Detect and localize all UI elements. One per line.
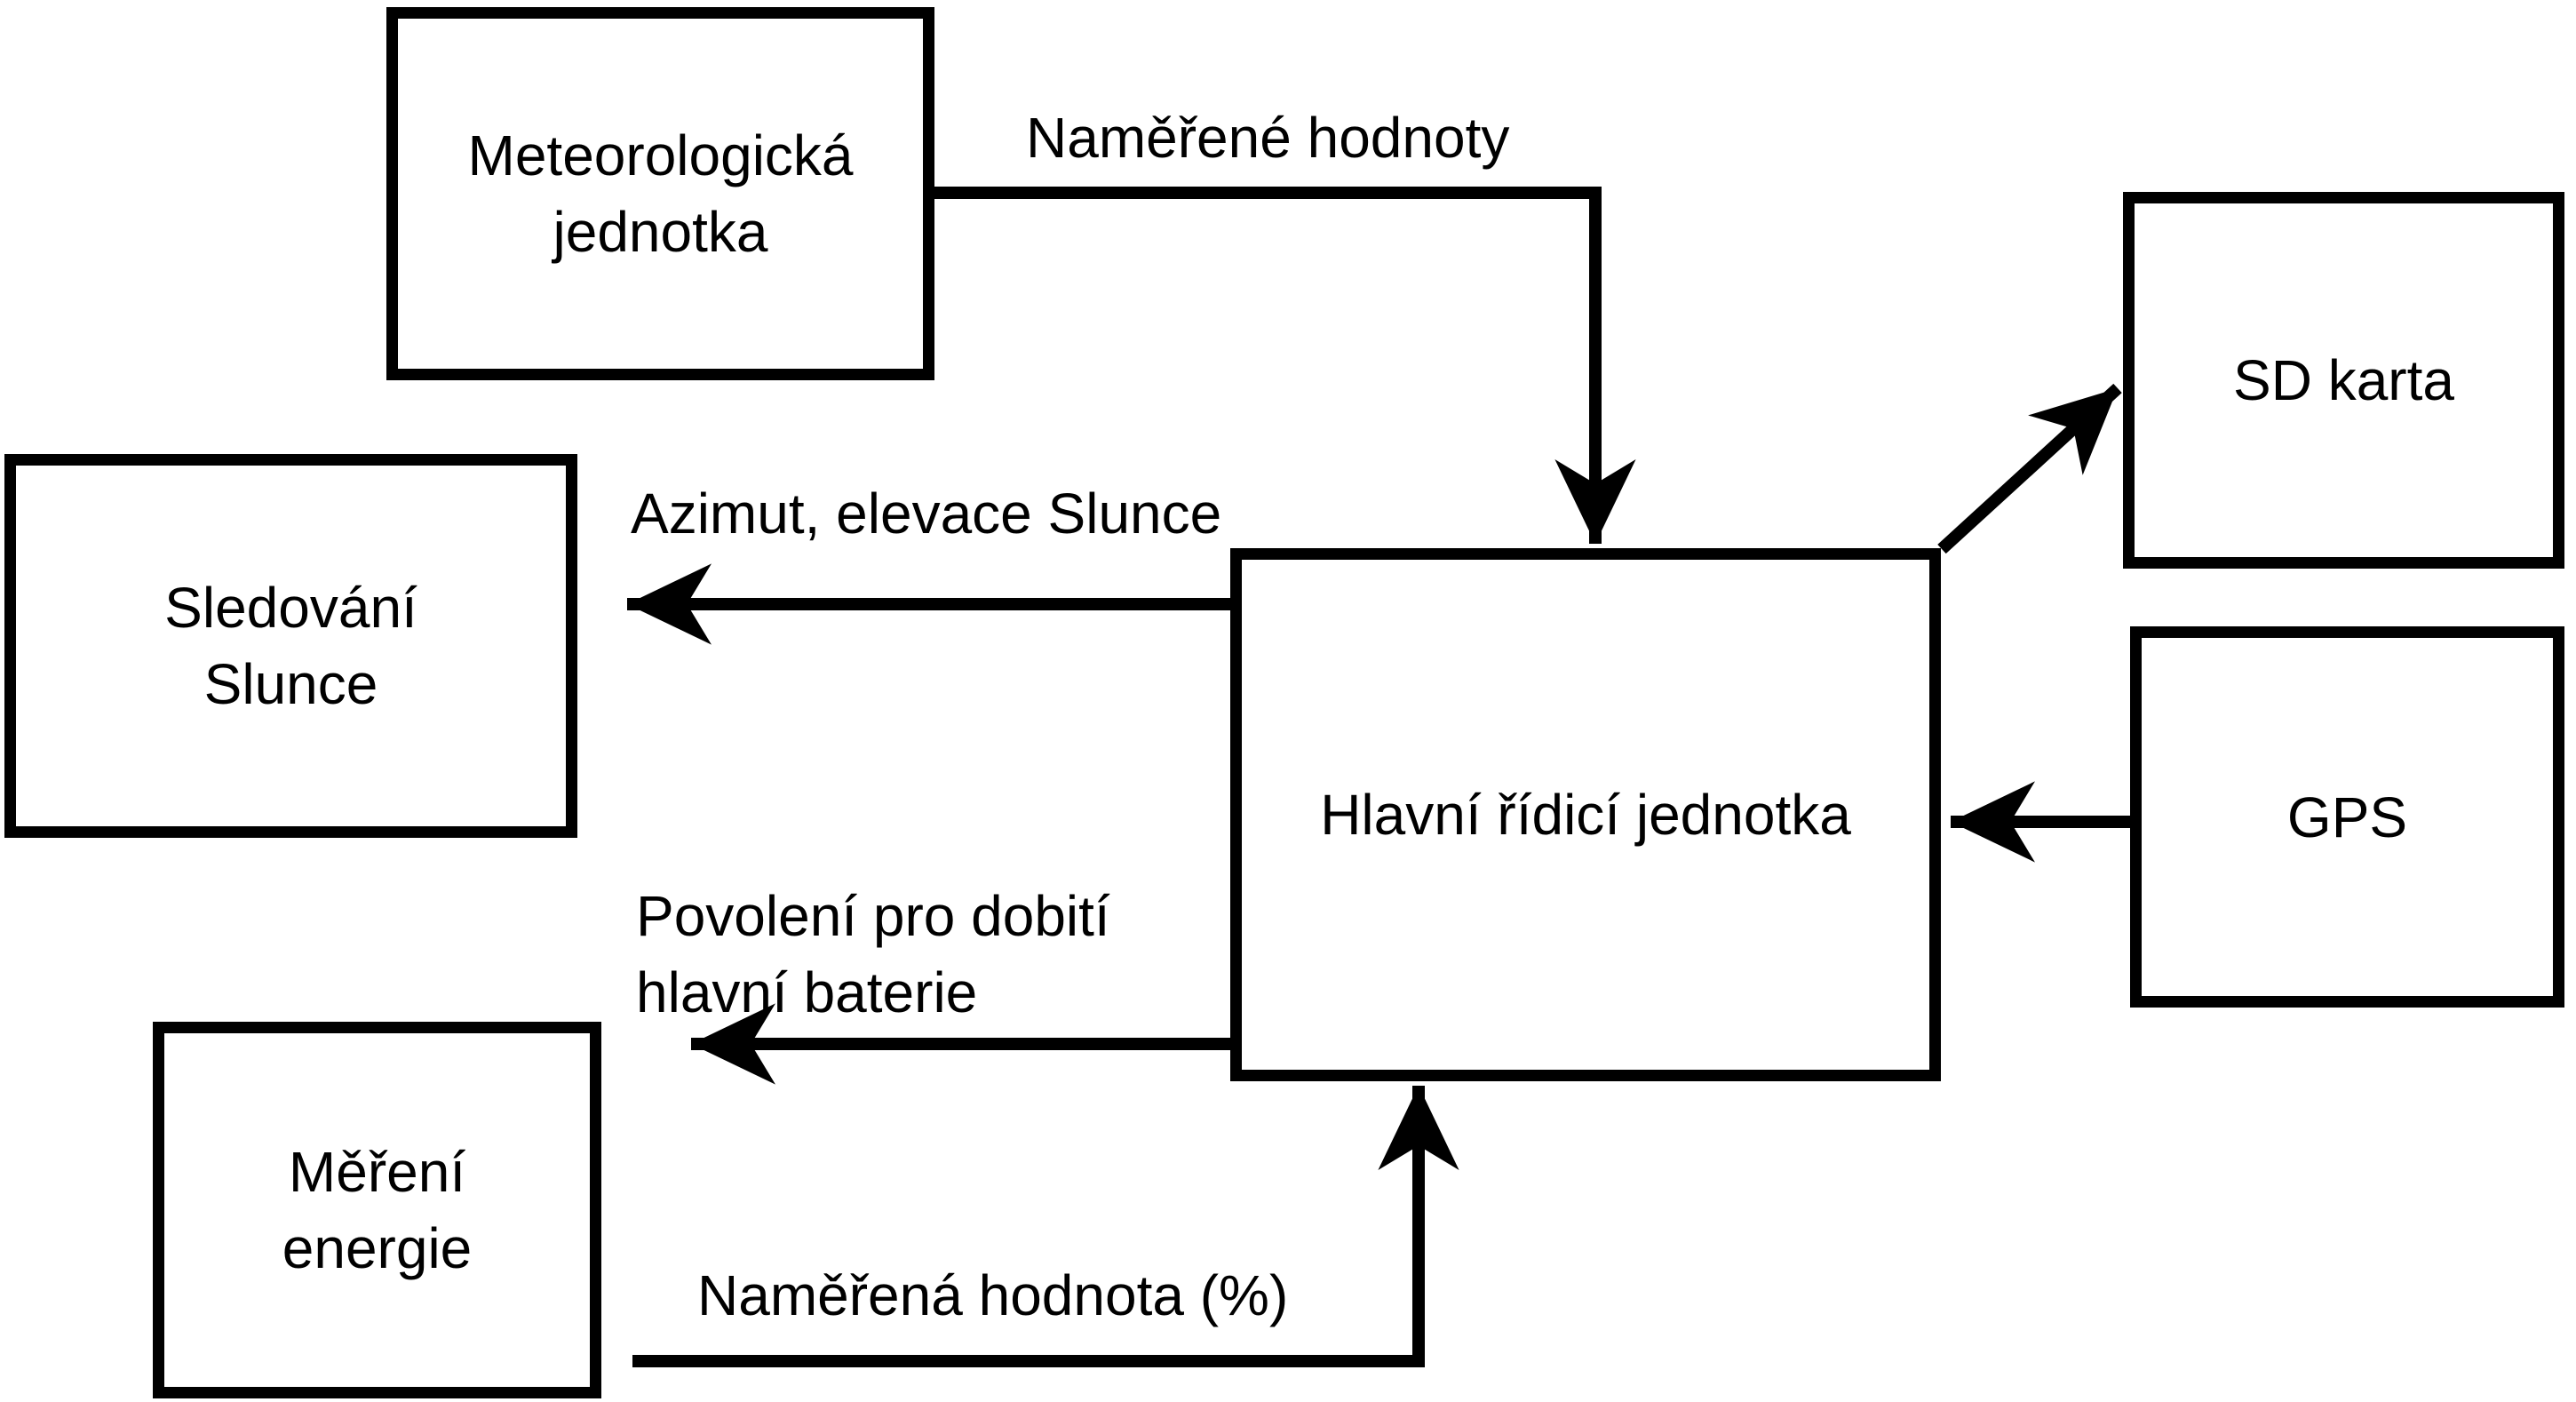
charge-permission-edge-label-line2: hlavní baterie xyxy=(636,960,978,1024)
charge-permission-edge-label: Povolení pro dobití hlavní baterie xyxy=(636,878,1110,1031)
edge-energy-to-main-arrow xyxy=(632,1086,1459,1367)
sd-card-box: SD karta xyxy=(2123,192,2564,569)
edge-meteo-to-main-arrow xyxy=(931,187,1636,544)
meteorological-unit-box: Meteorologická jednotka xyxy=(386,7,934,380)
measured-values-edge-label: Naměřené hodnoty xyxy=(1026,106,1510,170)
sun-tracking-label-line1: Sledování xyxy=(164,576,417,640)
gps-box: GPS xyxy=(2130,626,2564,1008)
energy-measurement-label-line1: Měření xyxy=(288,1140,466,1204)
sun-tracking-label-line2: Slunce xyxy=(203,652,378,716)
main-control-unit-box: Hlavní řídicí jednotka xyxy=(1230,548,1941,1081)
gps-label: GPS xyxy=(2286,785,2408,849)
meteorological-unit-label-line1: Meteorologická xyxy=(467,123,854,187)
energy-measurement-label-line2: energie xyxy=(282,1216,473,1280)
azimuth-elevation-edge-label: Azimut, elevace Slunce xyxy=(631,482,1222,546)
measured-value-percent-edge-label: Naměřená hodnota (%) xyxy=(697,1263,1289,1327)
sd-card-label: SD karta xyxy=(2233,348,2454,412)
main-control-unit-label: Hlavní řídicí jednotka xyxy=(1320,783,1851,847)
meteorological-unit-label-line2: jednotka xyxy=(553,200,768,264)
sun-tracking-box: Sledování Slunce xyxy=(4,454,577,838)
edge-main-to-sdcard-arrow xyxy=(1937,383,2122,554)
charge-permission-edge-label-line1: Povolení pro dobití xyxy=(636,884,1110,948)
energy-measurement-box: Měření energie xyxy=(153,1022,601,1398)
